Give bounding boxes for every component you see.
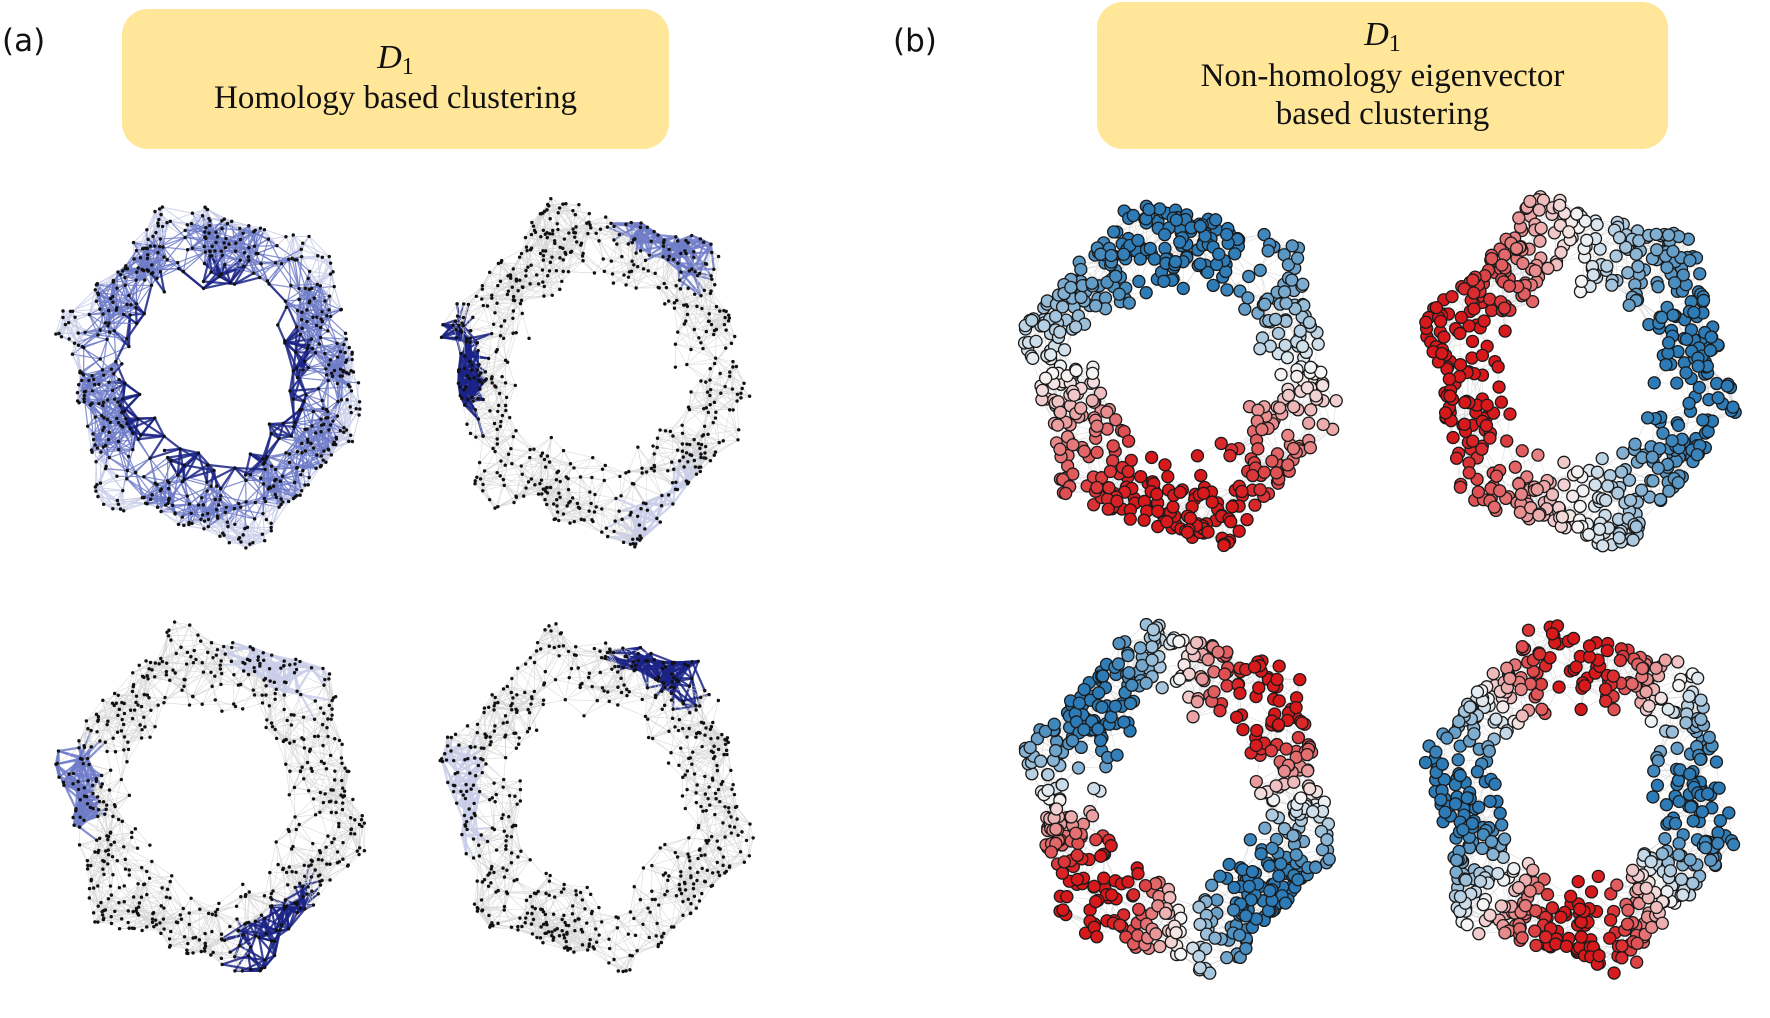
panel-label-b: (b) bbox=[893, 26, 937, 57]
eigenvector-graph-bottom-left bbox=[993, 588, 1368, 1008]
title-box-homology: D1 Homology based clustering bbox=[122, 9, 669, 149]
title-box-eigenvector: D1 Non-homology eigenvector based cluste… bbox=[1097, 2, 1668, 149]
panel-label-a: (a) bbox=[2, 26, 45, 57]
title-line-1: Non-homology eigenvector bbox=[1201, 58, 1565, 96]
homology-graph-top-left bbox=[25, 162, 400, 582]
homology-graph-bottom-right bbox=[410, 588, 785, 1008]
title-symbol: D1 bbox=[1364, 17, 1401, 57]
eigenvector-graph-bottom-right bbox=[1392, 588, 1767, 1008]
title-symbol: D1 bbox=[377, 40, 414, 80]
eigenvector-graph-top-left bbox=[993, 162, 1368, 582]
homology-graph-top-right bbox=[410, 162, 785, 582]
title-line: Homology based clustering bbox=[214, 80, 577, 118]
title-line-2: based clustering bbox=[1276, 96, 1490, 134]
homology-graph-bottom-left bbox=[25, 588, 400, 1008]
eigenvector-graph-top-right bbox=[1392, 162, 1767, 582]
